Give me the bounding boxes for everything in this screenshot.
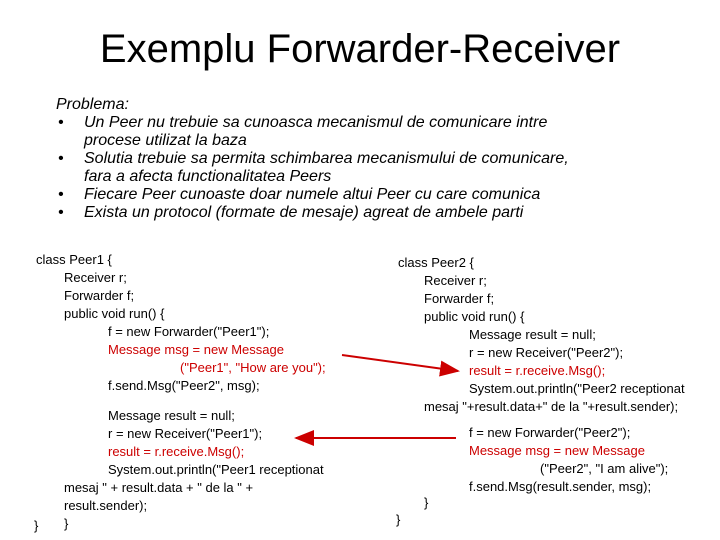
code-line: public void run() { [64, 306, 165, 321]
code-line: Receiver r; [424, 273, 487, 288]
code-line: class Peer1 { [36, 252, 112, 267]
problem-section: Problema: • Un Peer nu trebuie sa cunoas… [56, 96, 696, 222]
code-line: f = new Forwarder("Peer1"); [108, 324, 270, 339]
code-line-highlight: Message msg = new Message [469, 443, 645, 458]
code-line: System.out.println("Peer2 receptionat [469, 381, 685, 396]
code-line: r = new Receiver("Peer2"); [469, 345, 624, 360]
code-line: } [424, 495, 429, 510]
code-line: ("Peer2", "I am alive"); [540, 461, 669, 476]
bullet-icon: • [58, 186, 64, 203]
code-line: Forwarder f; [424, 291, 495, 306]
code-line: r = new Receiver("Peer1"); [108, 426, 263, 441]
code-line: f.send.Msg(result.sender, msg); [469, 479, 652, 494]
code-line: Message result = null; [108, 408, 235, 423]
code-line-highlight: ("Peer1", "How are you"); [180, 360, 326, 375]
code-line: } [64, 516, 69, 531]
code-line: result.sender); [64, 498, 148, 513]
bullet-icon: • [58, 114, 64, 131]
slide-title: Exemplu Forwarder-Receiver [99, 27, 621, 71]
bullet-item: • Solutia trebuie sa permita schimbarea … [56, 150, 696, 186]
code-line-highlight: result = r.receive.Msg(); [108, 444, 245, 459]
code-line: f.send.Msg("Peer2", msg); [108, 378, 260, 393]
bullet-item: • Fiecare Peer cunoaste doar numele altu… [56, 186, 696, 204]
code-line: public void run() { [424, 309, 525, 324]
code-line-highlight: Message msg = new Message [108, 342, 284, 357]
code-line: mesaj " + result.data + " de la " + [64, 480, 254, 495]
code-line: mesaj "+result.data+" de la "+result.sen… [424, 399, 679, 414]
bullet-text-line: Solutia trebuie sa permita schimbarea me… [84, 150, 569, 167]
code-line: } [34, 518, 39, 533]
code-line: Forwarder f; [64, 288, 135, 303]
bullet-item: • Un Peer nu trebuie sa cunoasca mecanis… [56, 114, 696, 150]
code-line: Message result = null; [469, 327, 596, 342]
bullet-text-line: fara a afecta functionalitatea Peers [84, 168, 332, 185]
bullet-text-line: procese utilizat la baza [84, 132, 247, 149]
arrow-peer1-to-peer2 [341, 354, 460, 377]
problem-bullets: • Un Peer nu trebuie sa cunoasca mecanis… [56, 114, 696, 222]
code-line-highlight: result = r.receive.Msg(); [469, 363, 606, 378]
code-line: System.out.println("Peer1 receptionat [108, 462, 324, 477]
bullet-icon: • [58, 204, 64, 221]
problem-heading: Problema: [56, 96, 129, 113]
bullet-text-line: Exista un protocol (formate de mesaje) a… [84, 204, 524, 221]
code-line: } [396, 512, 401, 527]
code-line: class Peer2 { [398, 255, 474, 270]
bullet-text-line: Un Peer nu trebuie sa cunoasca mecanismu… [84, 114, 548, 131]
bullet-item: • Exista un protocol (formate de mesaje)… [56, 204, 696, 222]
code-line: f = new Forwarder("Peer2"); [469, 425, 631, 440]
bullet-icon: • [58, 150, 64, 167]
code-line: Receiver r; [64, 270, 127, 285]
bullet-text-line: Fiecare Peer cunoaste doar numele altui … [84, 186, 541, 203]
